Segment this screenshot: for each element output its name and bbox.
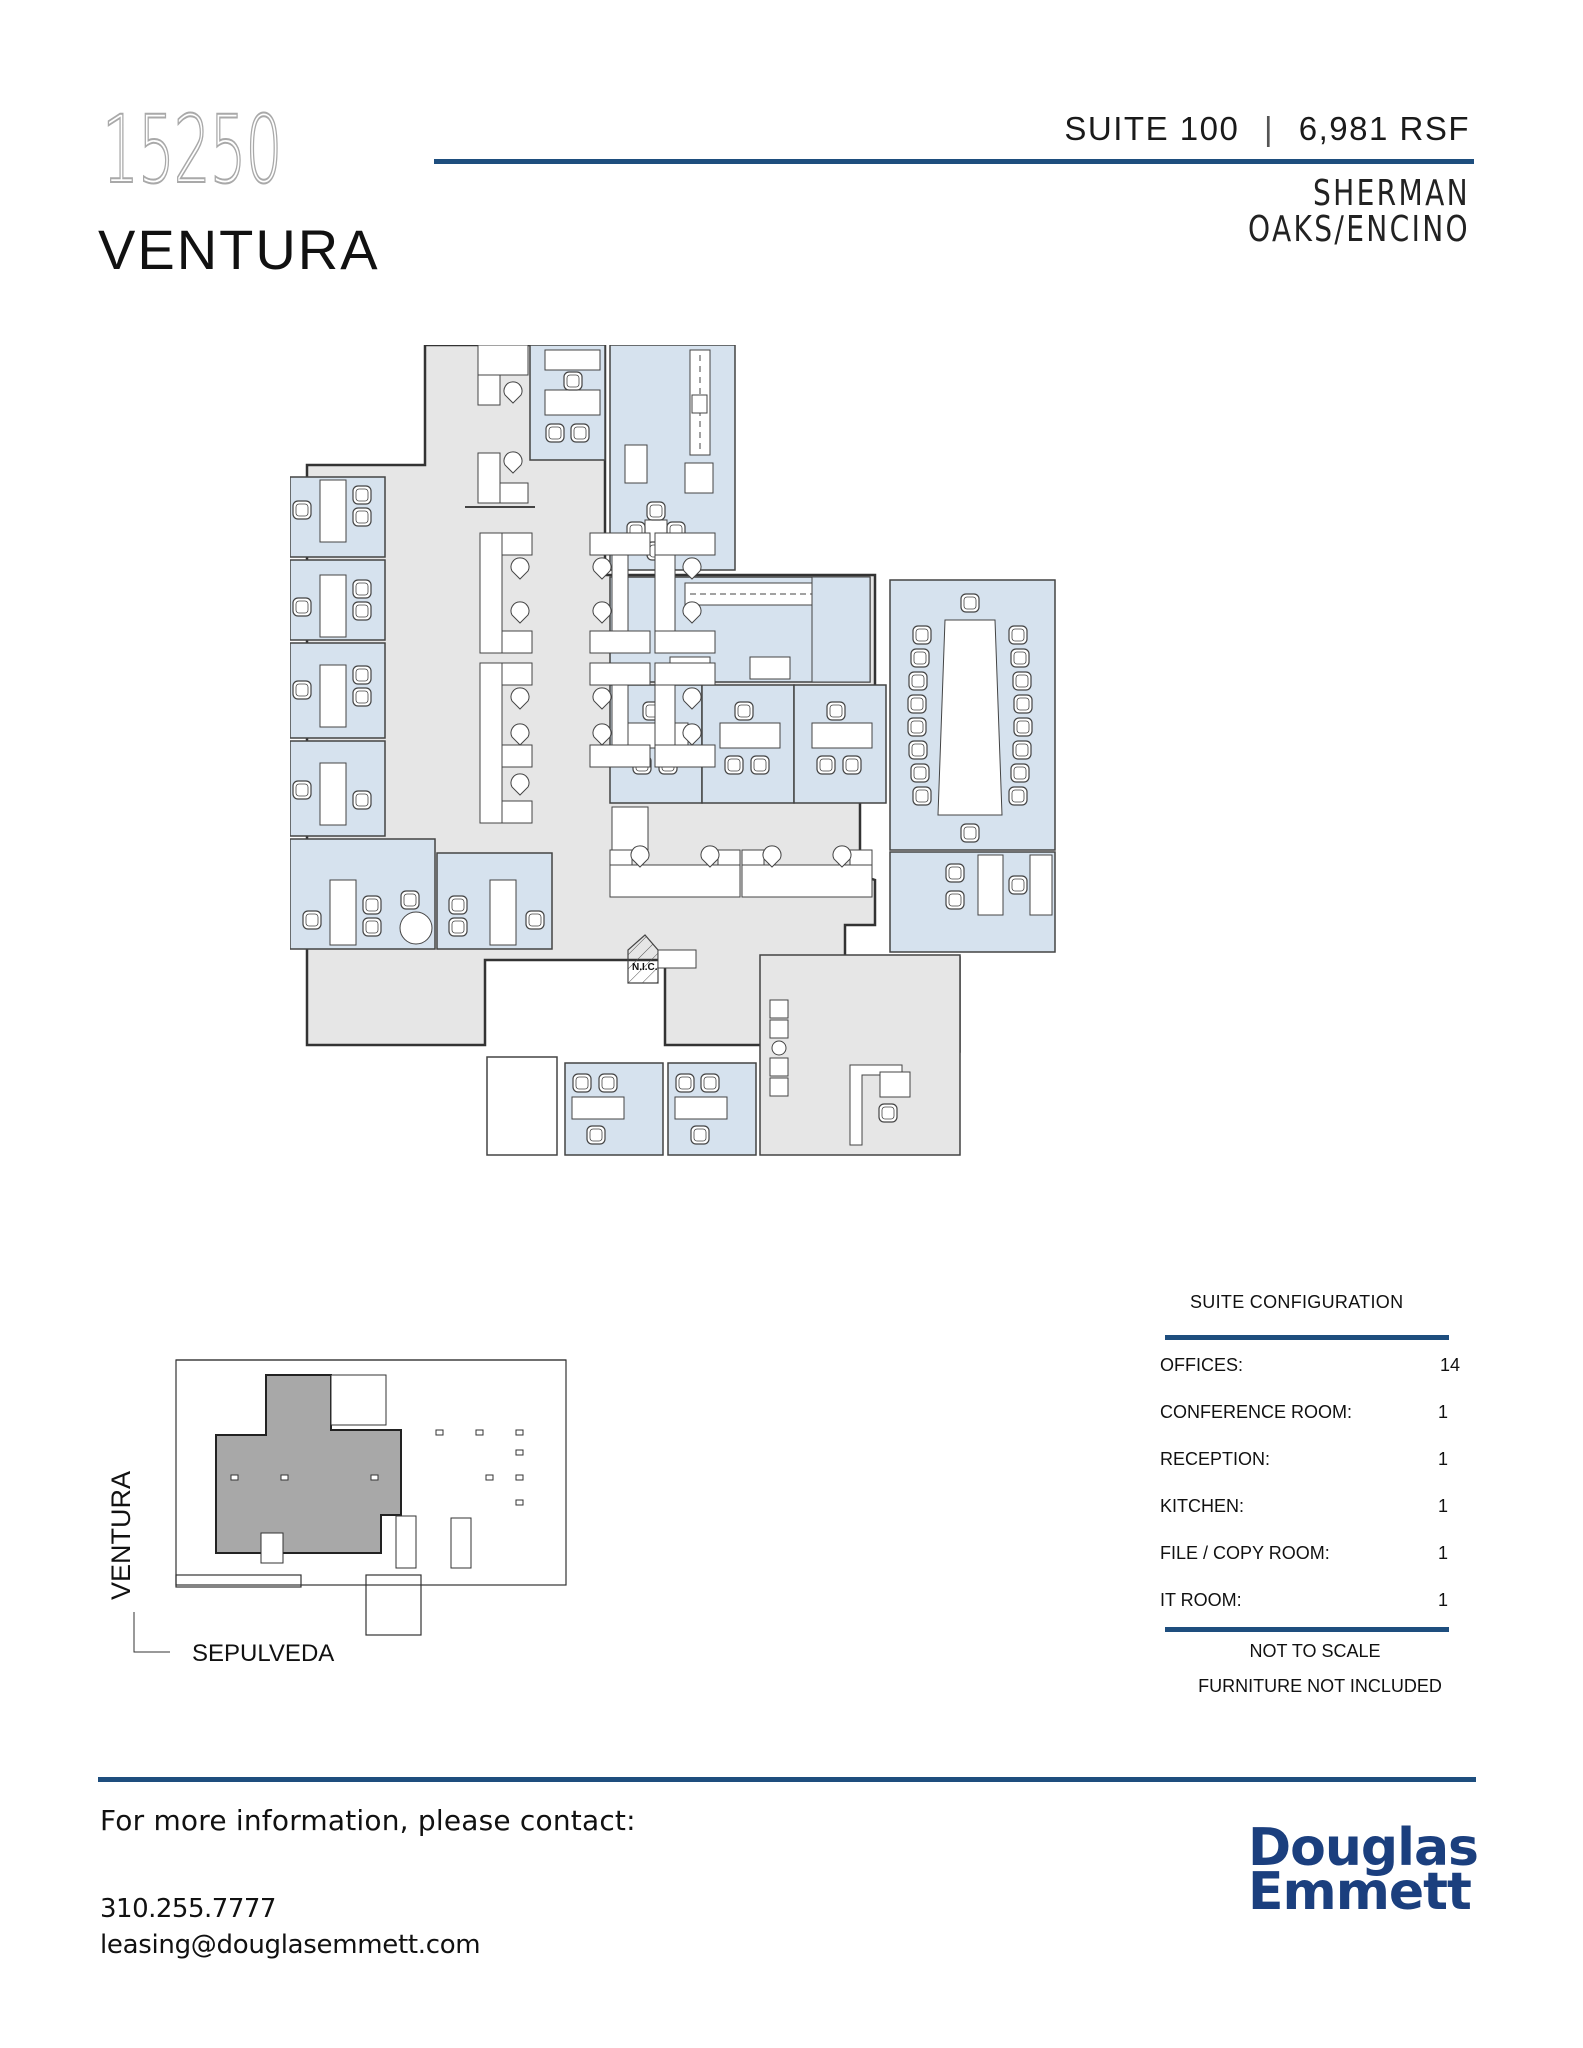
- office-north-a: [529, 345, 606, 461]
- offices-central-row: [609, 684, 887, 804]
- config-rule-top: [1165, 1335, 1449, 1340]
- building-street: VENTURA: [98, 218, 380, 281]
- keyplan-street-ventura: VENTURA: [106, 1471, 136, 1600]
- contact-heading: For more information, please contact:: [100, 1804, 636, 1837]
- logo-line-2: Emmett: [1248, 1862, 1472, 1922]
- suite-number: SUITE 100: [1064, 110, 1240, 147]
- note-furniture: FURNITURE NOT INCLUDED: [1198, 1676, 1442, 1696]
- building-core-void: [486, 1056, 558, 1156]
- nic-area: N.I.C.: [627, 934, 697, 984]
- reception: [759, 954, 961, 1156]
- offices-south-center: [564, 1062, 757, 1156]
- submarket: SHERMAN OAKS/ENCINO: [1247, 173, 1470, 250]
- workstations-open: [479, 444, 873, 898]
- key-plan: VENTURA SEPULVEDA: [106, 1359, 567, 1667]
- logo-line-1: Douglas: [1248, 1818, 1479, 1878]
- config-title: SUITE CONFIGURATION: [1190, 1292, 1404, 1312]
- douglas-emmett-logo: Douglas Emmett: [1248, 1818, 1479, 1922]
- floor-plan: N.I.C.: [290, 345, 1056, 1156]
- building-number: 15250: [101, 96, 283, 205]
- conference-room: [889, 579, 1056, 851]
- contact-phone[interactable]: 310.255.7777: [100, 1894, 276, 1924]
- keyplan-suite-highlight: [215, 1374, 402, 1554]
- keyplan-street-sepulveda: SEPULVEDA: [192, 1640, 334, 1667]
- offices-west: [290, 476, 553, 950]
- suite-rsf: 6,981 RSF: [1298, 110, 1470, 147]
- note-not-to-scale: NOT TO SCALE: [1249, 1641, 1381, 1661]
- contact-email[interactable]: leasing@douglasemmett.com: [100, 1930, 481, 1960]
- nic-label: N.I.C.: [632, 962, 658, 973]
- footer-rule: [98, 1777, 1476, 1782]
- header-rule: [434, 159, 1474, 164]
- file-copy-room: [609, 576, 871, 683]
- office-east-a: [889, 851, 1056, 953]
- suite-info: SUITE 100 | 6,981 RSF: [1020, 112, 1470, 145]
- suite-separator: |: [1264, 110, 1275, 147]
- workstations-north: [465, 345, 535, 508]
- config-rule-bottom: [1165, 1627, 1449, 1632]
